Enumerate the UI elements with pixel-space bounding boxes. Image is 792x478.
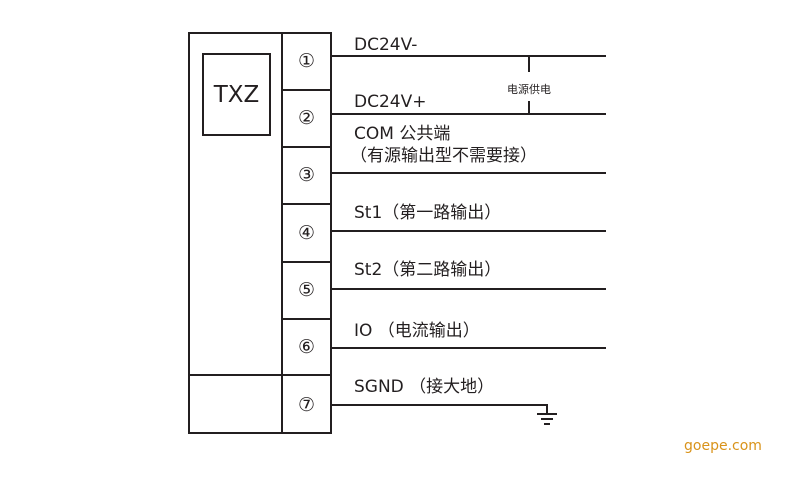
wire-5: [331, 288, 606, 290]
terminal-5-label: St2（第二路输出）: [354, 260, 502, 280]
terminal-divider: [282, 374, 331, 376]
terminal-3-label-line2: （有源输出型不需要接）: [350, 146, 537, 166]
power-supply-note: 电源供电: [505, 81, 553, 97]
power-bracket-top: [528, 56, 530, 72]
terminal-6-label: IO （电流输出）: [354, 321, 480, 341]
wire-4: [331, 230, 606, 232]
terminal-7-number: ⑦: [297, 394, 316, 416]
wire-3: [331, 172, 606, 174]
terminal-divider: [282, 89, 331, 91]
terminal-6-number: ⑥: [297, 336, 316, 358]
module-body: [188, 32, 332, 434]
terminal-3-number: ③: [297, 164, 316, 186]
power-bracket-bottom: [528, 101, 530, 114]
terminal-4-number: ④: [297, 222, 316, 244]
terminal-1-number: ①: [297, 50, 316, 72]
terminal-divider: [282, 318, 331, 320]
ground-icon: [537, 404, 557, 425]
wire-7: [331, 404, 547, 406]
terminal-3-label-line1: COM 公共端: [354, 124, 451, 144]
terminal-divider: [282, 146, 331, 148]
module-lower-divider: [188, 374, 283, 376]
terminal-7-label: SGND （接大地）: [354, 377, 495, 397]
wire-2: [331, 113, 606, 115]
terminal-4-label: St1（第一路输出）: [354, 203, 502, 223]
terminal-2-label: DC24V+: [354, 92, 427, 112]
wire-1: [331, 55, 606, 57]
terminal-column-divider: [281, 32, 283, 434]
terminal-1-label: DC24V-: [354, 35, 418, 55]
terminal-2-number: ②: [297, 107, 316, 129]
terminal-divider: [282, 203, 331, 205]
terminal-divider: [282, 261, 331, 263]
terminal-5-number: ⑤: [297, 279, 316, 301]
module-name: TXZ: [202, 53, 271, 136]
watermark: goepe.com: [684, 438, 762, 454]
wire-6: [331, 347, 606, 349]
